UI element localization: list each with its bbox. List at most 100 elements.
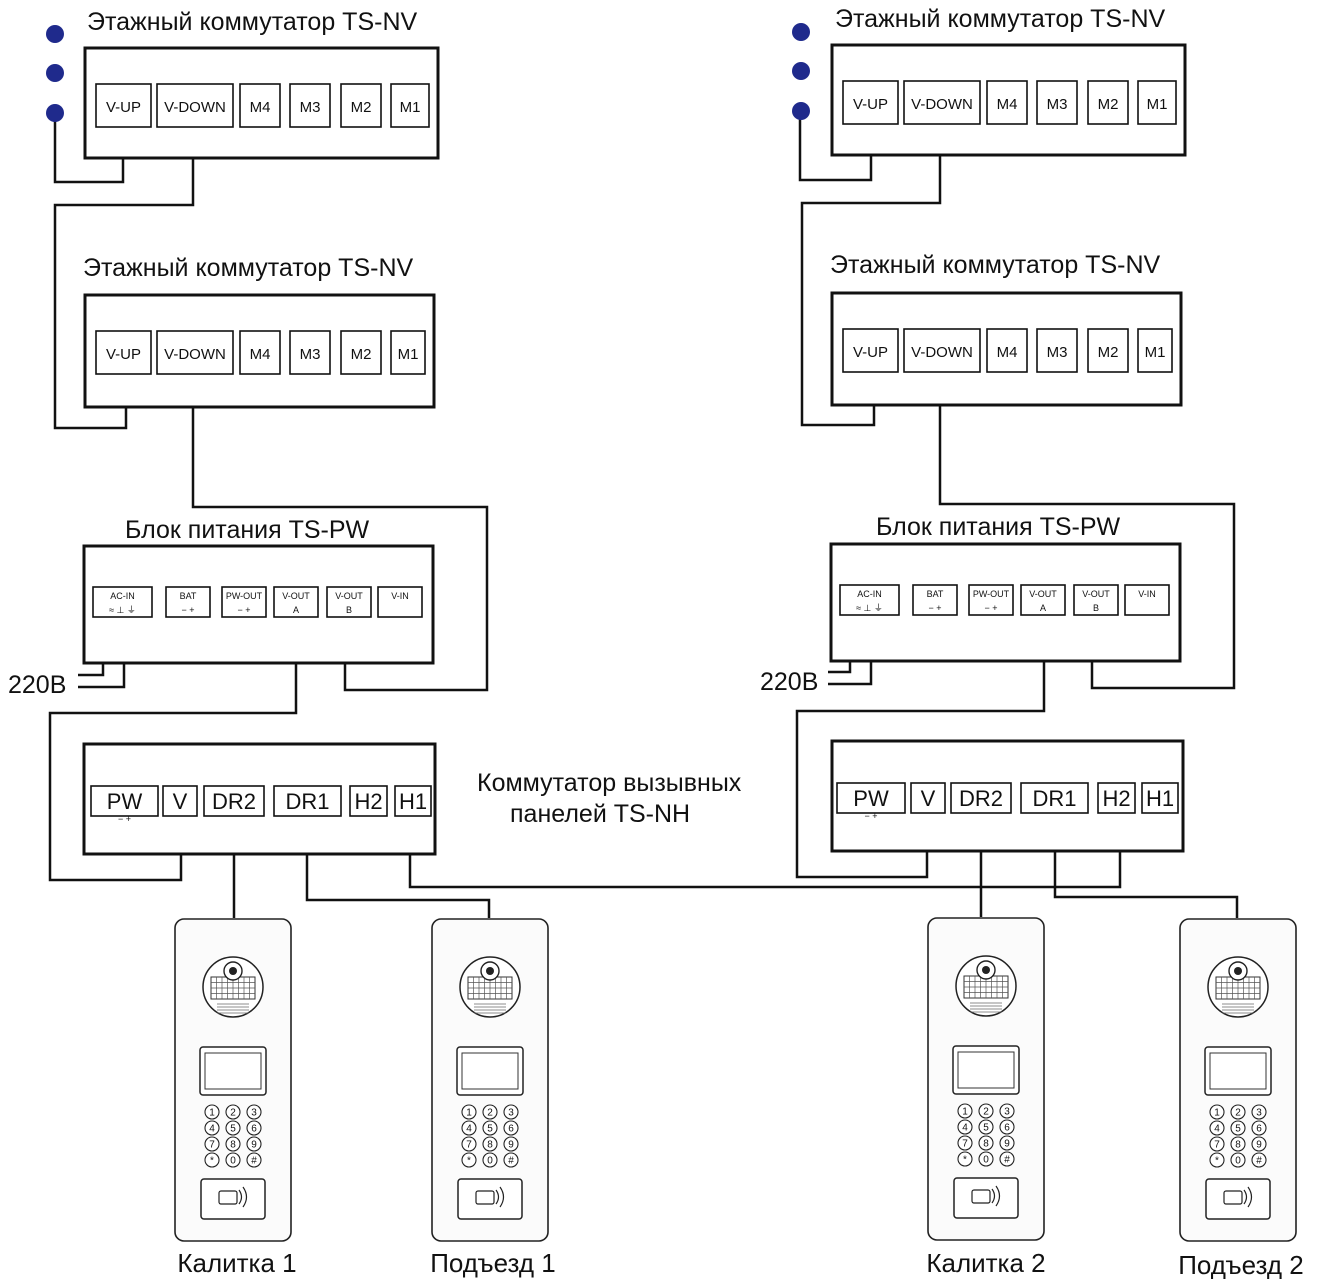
keypad-key[interactable] [1251,1120,1267,1136]
port-label: V-IN [1138,589,1156,599]
port-h1 [394,785,432,817]
keypad-key[interactable] [1251,1152,1267,1168]
keypad-key[interactable] [999,1119,1015,1135]
keypad-key[interactable] [204,1136,220,1152]
keypad-key[interactable] [461,1104,477,1120]
card-icon [971,1189,991,1204]
keypad-key[interactable] [999,1103,1015,1119]
port-pw [836,782,906,814]
keypad-key[interactable] [461,1152,477,1168]
port-label: H1 [399,789,427,814]
keypad-key[interactable] [204,1104,220,1120]
keypad-key[interactable] [957,1119,973,1135]
port-sublabel: − + [237,605,250,615]
camera-lens [486,967,494,975]
keypad-key[interactable] [957,1151,973,1167]
card-reader [953,1177,1019,1219]
keypad-key-label: 1 [209,1108,215,1119]
keypad-key[interactable] [1230,1104,1246,1120]
wire-l-top-vdown-to-mid-vup [53,130,195,430]
port-ac-in [839,584,900,616]
keypad-key-label: 4 [466,1124,472,1135]
keypad-key[interactable] [482,1152,498,1168]
port-label: V-IN [391,591,409,601]
keypad-key[interactable] [957,1103,973,1119]
keypad-key[interactable] [225,1120,241,1136]
keypad-key-label: 2 [983,1107,989,1118]
keypad-key-label: 4 [209,1124,215,1135]
keypad-key[interactable] [957,1135,973,1151]
port-label: V [173,789,188,814]
port-v-down [903,328,981,373]
keypad-key[interactable] [978,1151,994,1167]
keypad-key[interactable] [246,1120,262,1136]
keypad-key[interactable] [1251,1104,1267,1120]
keypad-key[interactable] [978,1135,994,1151]
keypad-key-label: 1 [466,1108,472,1119]
keypad-key[interactable] [1209,1136,1225,1152]
card-reader [200,1178,266,1220]
keypad-key[interactable] [999,1151,1015,1167]
port-sublabel: ≈ ⊥ ⏚ [856,603,883,613]
port-v-up [842,80,899,125]
terminal-dots [46,23,810,122]
card-icon [218,1190,238,1205]
caption-gate1: Калитка 1 [177,1248,296,1278]
keypad-key-label: 8 [230,1140,236,1151]
keypad-key[interactable] [503,1136,519,1152]
port-label: V-DOWN [911,96,973,113]
keypad-key[interactable] [503,1152,519,1168]
keypad-key[interactable] [503,1120,519,1136]
keypad-key[interactable] [1230,1152,1246,1168]
keypad-key[interactable] [225,1152,241,1168]
keypad-key-label: 6 [1256,1124,1262,1135]
port-label: AC-IN [110,591,135,601]
keypad-key[interactable] [225,1104,241,1120]
keypad-key[interactable] [461,1136,477,1152]
rfid-wave-icon [991,1185,1001,1207]
floor-switch-left-mid: Этажный коммутатор TS-NV V-UP V-DOWN M4 … [83,254,436,409]
port-v-out-b [1073,584,1119,616]
keypad-key[interactable] [978,1103,994,1119]
port-v-down [156,83,234,128]
keypad-key[interactable] [225,1136,241,1152]
wire-r-psu-vouta-to-nh-v [795,615,1046,879]
keypad-key[interactable] [1209,1104,1225,1120]
keypad-key[interactable] [204,1120,220,1136]
keypad-key[interactable] [482,1136,498,1152]
keypad-key[interactable] [204,1152,220,1168]
keypad-key[interactable] [482,1104,498,1120]
keypad-key[interactable] [1230,1120,1246,1136]
port-m1 [390,330,426,375]
port-v [162,785,198,817]
port-sublabel: − + [928,603,941,613]
keypad-key-label: * [467,1156,471,1167]
wire-l-psu-vouta-to-nh-v [48,618,298,882]
keypad-key[interactable] [999,1135,1015,1151]
keypad-key[interactable] [1209,1120,1225,1136]
port-pw [90,785,159,817]
keypad-key[interactable] [1230,1136,1246,1152]
keypad-key[interactable] [461,1120,477,1136]
keypad-key[interactable] [1251,1136,1267,1152]
keypad-key[interactable] [246,1104,262,1120]
keypad-key[interactable] [482,1120,498,1136]
port-v-in [377,586,423,618]
rfid-wave-icon [238,1186,248,1208]
terminal-dot [792,23,810,41]
keypad-key[interactable] [978,1119,994,1135]
keypad-key-label: # [508,1156,514,1167]
port-label: M3 [300,346,321,363]
keypad-key-label: 5 [1235,1124,1241,1135]
port-label: V-UP [106,346,141,363]
keypad-key[interactable] [246,1152,262,1168]
port-m4 [986,80,1028,125]
port-dr1 [273,785,342,817]
keypad-key[interactable] [503,1104,519,1120]
keypad-key[interactable] [1209,1152,1225,1168]
wire-l-mid-vdown-to-psu-voutb [191,372,489,692]
port-label: M4 [997,344,1018,361]
panel-switch-left: PW − + V DR2 DR1 H2 H1 [82,742,437,856]
keypad-key[interactable] [246,1136,262,1152]
